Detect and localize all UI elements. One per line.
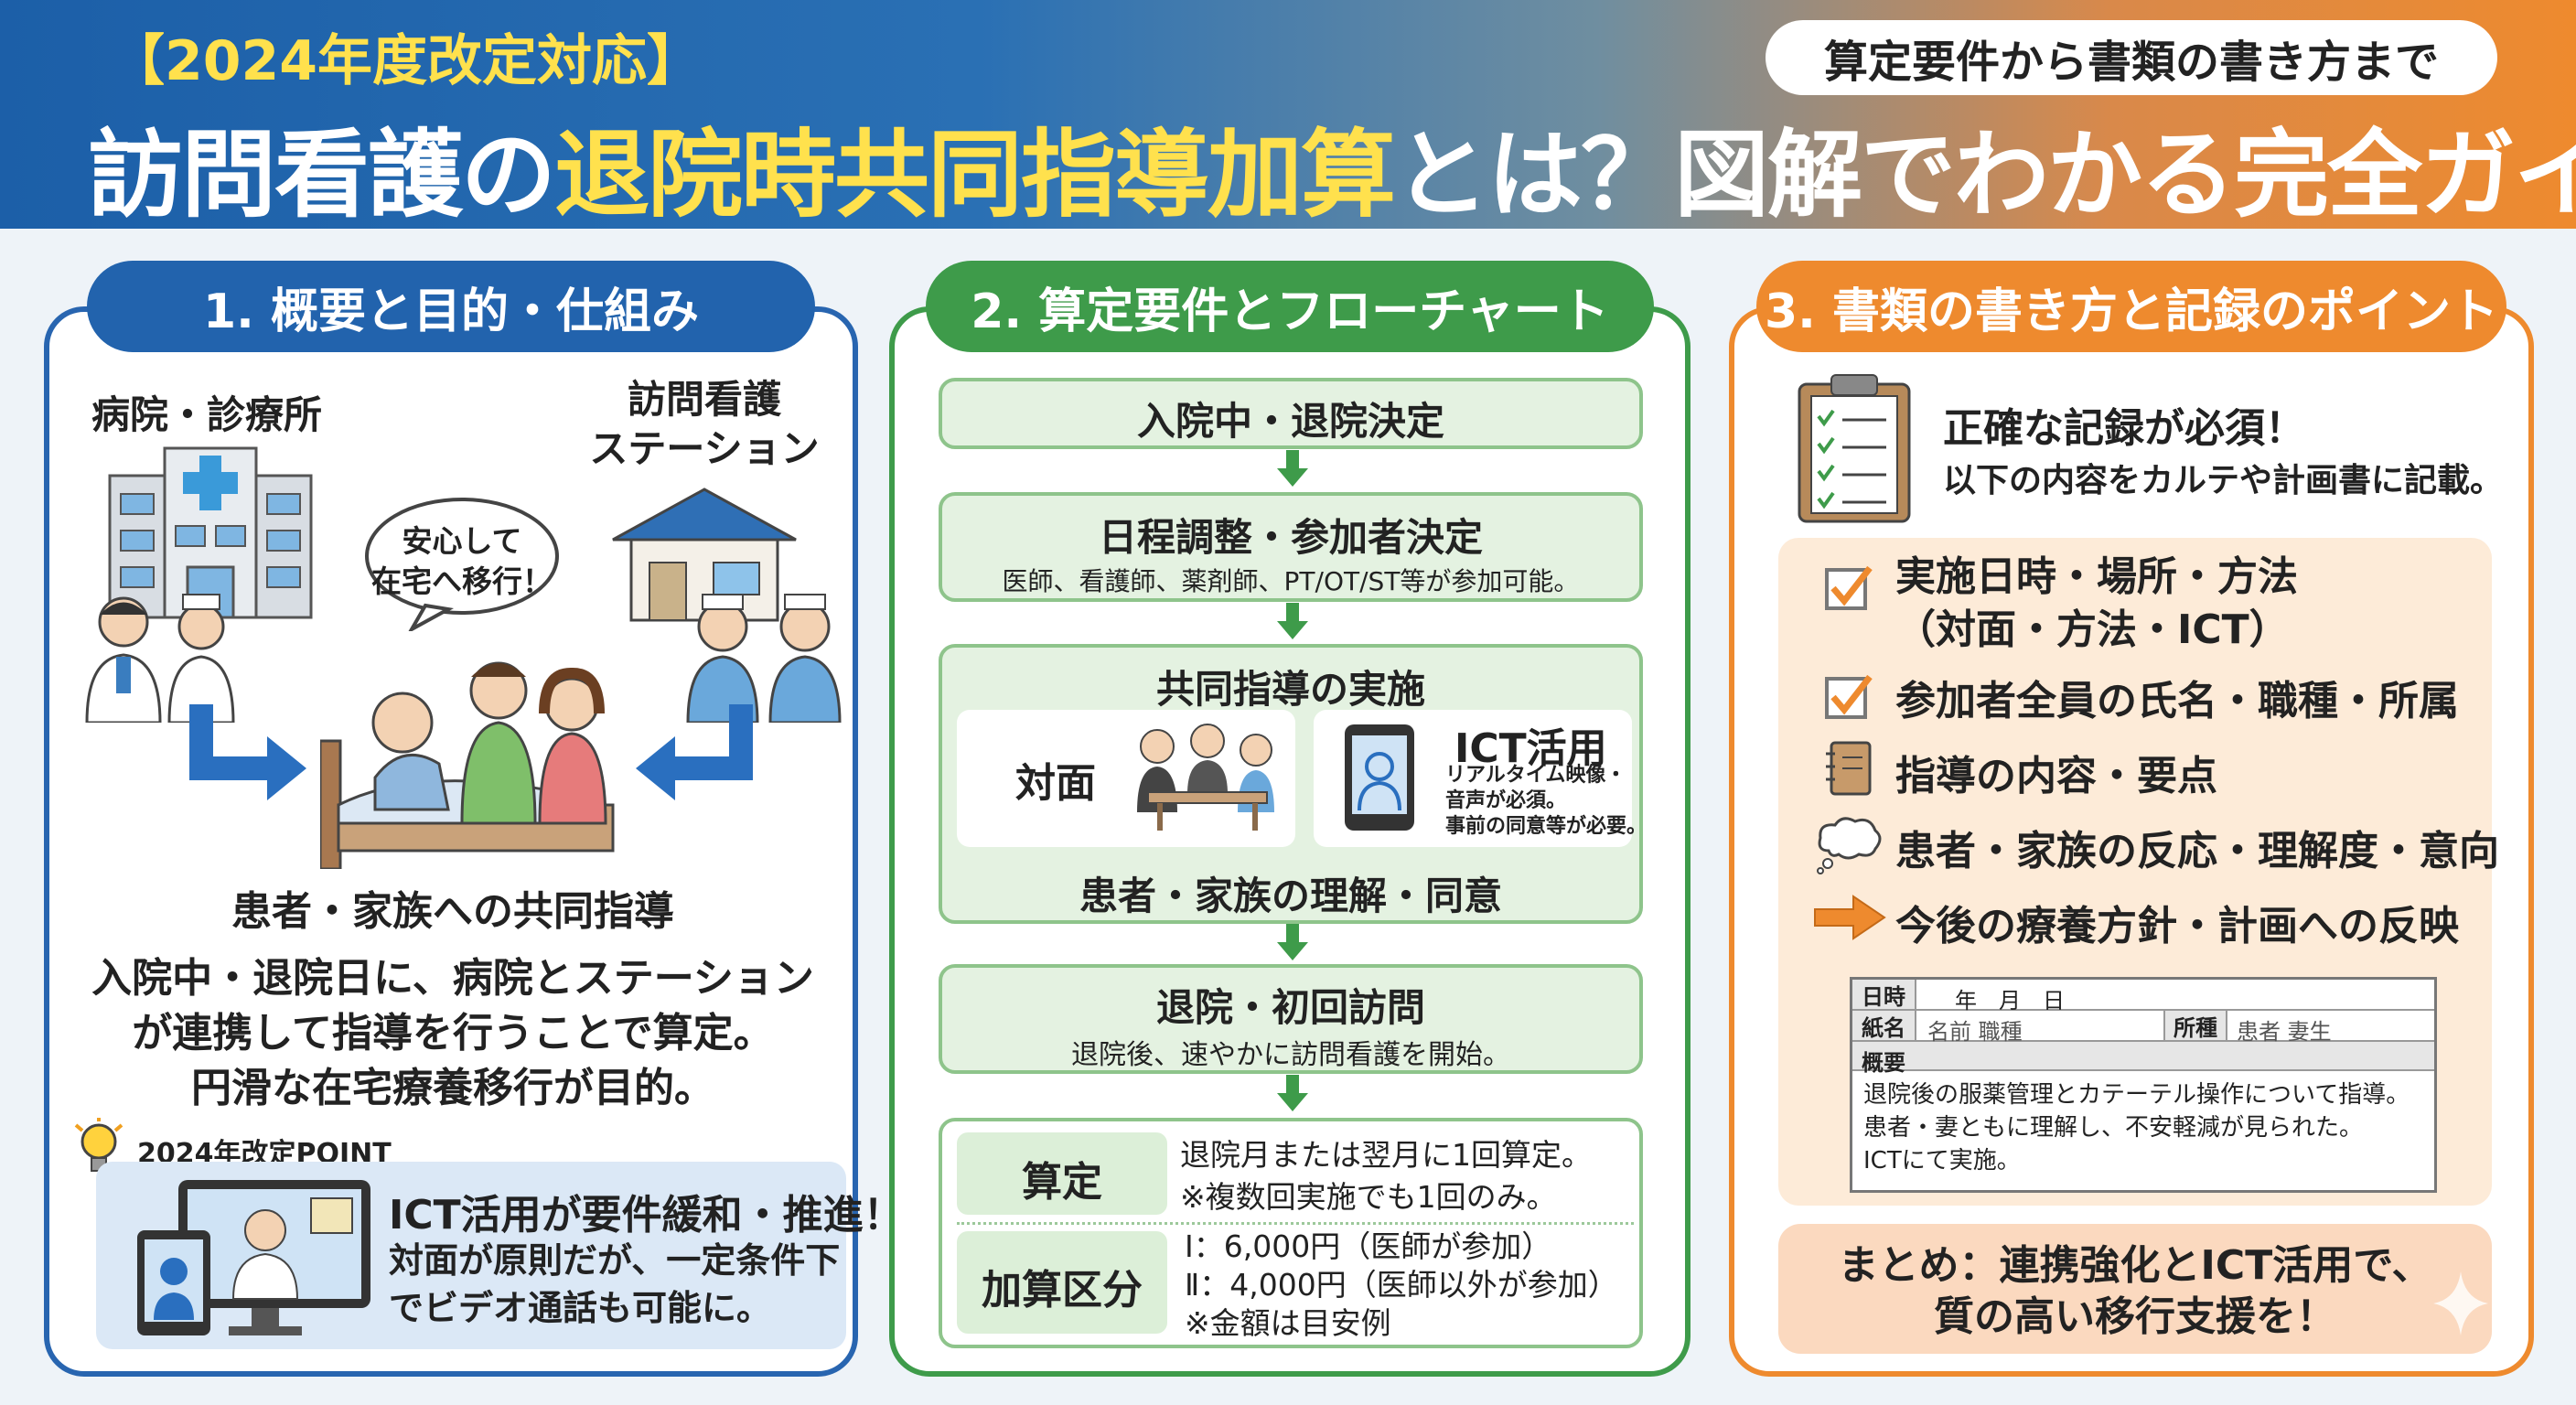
intro-headline: 正確な記録が必須！ <box>1943 405 2305 452</box>
check-item-content: 指導の内容・要点 <box>1895 753 2217 799</box>
section3-title: 3. 書類の書き方と記録のポイント <box>1756 261 2506 352</box>
title-highlight: 退院時共同指導加算 <box>554 119 1396 231</box>
flow-arrow-4 <box>1277 1075 1308 1111</box>
check-item-plan: 今後の療養方針・計画への反映 <box>1895 903 2459 949</box>
hospital-label: 病院・診療所 <box>91 392 323 437</box>
arrow-right-icon <box>189 704 306 800</box>
form-row-date: 日時 年 月 日 <box>1852 980 2434 1014</box>
patient-family-bed-icon <box>320 661 615 869</box>
joint-guidance-label: 患者・家族への共同指導 <box>231 888 674 935</box>
speech-bubble-text: 安心して在宅へ移行！ <box>371 523 553 599</box>
ict-title: ICT活用 <box>1454 725 1607 772</box>
form-role-label: 所種 <box>2163 1011 2227 1041</box>
visiting-nurses-icon <box>686 594 842 723</box>
summary-text: まとめ：連携強化とICT活用で、 質の高い移行支援を！ <box>1838 1242 2432 1340</box>
form-date-value: 年 月 日 <box>1955 988 2065 1014</box>
form-date-label: 日時 <box>1852 980 1916 1010</box>
section2-title: 2. 算定要件とフローチャート <box>926 261 1654 352</box>
flow-step-admission: 入院中・退院決定 <box>939 378 1643 449</box>
calc-description: 退院月または翌月に1回算定。 ※複数回実施でも1回のみ。 <box>1180 1137 1592 1215</box>
face-to-face-label: 対面 <box>1015 760 1096 807</box>
flow-step-schedule: 日程調整・参加者決定 医師、看護師、薬剤師、PT/OT/ST等が参加可能。 <box>939 492 1643 602</box>
record-form-sample: 日時 年 月 日 紙名 名前 職種 所種 患者 妻生 概要 退院後の服薬管理とカ… <box>1850 977 2437 1193</box>
form-summary-label: 概要 <box>1862 1050 1905 1076</box>
arrow-left-icon <box>636 704 753 800</box>
tablet-icon <box>1345 724 1414 831</box>
form-name-label: 紙名 <box>1852 1011 1916 1041</box>
form-summary-text: 退院後の服薬管理とカテーテル操作について指導。 患者・妻ともに理解し、不安軽減が… <box>1863 1081 2410 1174</box>
calc-divider <box>957 1222 1634 1225</box>
station-label: 訪問看護ステーション <box>589 377 820 471</box>
checkbox-icon <box>1825 674 1873 719</box>
fee-label-cell <box>957 1231 1167 1334</box>
subtitle-pill: 算定要件から書類の書き方まで <box>1766 20 2497 95</box>
form-role-value: 患者 妻生 <box>2237 1019 2332 1045</box>
thought-bubble-icon <box>1817 817 1882 874</box>
flow-arrow-1 <box>1277 450 1308 487</box>
hospital-building-icon <box>108 446 313 619</box>
title-post: とは？図解でわかる完全ガイド <box>1394 119 2576 231</box>
clipboard-icon <box>1798 374 1911 523</box>
form-row-name: 紙名 名前 職種 所種 患者 妻生 <box>1852 1011 2434 1045</box>
flow-step-discharge: 退院・初回訪問 退院後、速やかに訪問看護を開始。 <box>939 964 1643 1074</box>
overview-description: 入院中・退院日に、病院とステーション が連携して指導を行うことで算定。 円滑な在… <box>91 955 814 1111</box>
fee-label: 加算区分 <box>982 1267 1143 1314</box>
notebook-icon <box>1826 741 1872 796</box>
form-row-summary-label: 概要 <box>1852 1042 2434 1076</box>
revision-tag: 【2024年度改定対応】 <box>110 29 702 93</box>
sparkle-icon <box>2433 1271 2488 1335</box>
point-description: 対面が原則だが、一定条件下 でビデオ通話も可能に。 <box>389 1240 841 1328</box>
summary-box <box>1778 1224 2492 1354</box>
form-name-value: 名前 職種 <box>1927 1019 2023 1045</box>
check-item-participants: 参加者全員の氏名・職種・所属 <box>1895 678 2459 724</box>
meeting-icon <box>1137 724 1274 831</box>
flow-arrow-3 <box>1277 924 1308 960</box>
page-title: 訪問看護の退院時共同指導加算とは？図解でわかる完全ガイド <box>88 97 2576 235</box>
fee-description: Ⅰ：6,000円（医師が参加） Ⅱ：4,000円（医師以外が参加） ※金額は目安… <box>1185 1228 1618 1341</box>
check-item-datetime: 実施日時・場所・方法（対面・方法・ICT） <box>1895 553 2298 653</box>
section1-title: 1. 概要と目的・仕組み <box>87 261 815 352</box>
calc-label: 算定 <box>1022 1159 1102 1206</box>
video-call-devices-icon <box>137 1180 370 1335</box>
checkbox-icon <box>1825 565 1873 610</box>
arrow-right-icon <box>1814 895 1886 940</box>
calc-label-cell <box>957 1132 1167 1215</box>
ict-description: リアルタイム映像・ 音声が必須。 事前の同意等が必要。 <box>1445 764 1648 838</box>
face-to-face-cell <box>957 710 1295 847</box>
title-pre: 訪問看護の <box>88 119 556 231</box>
flow-arrow-2 <box>1277 603 1308 639</box>
doctor-nurse-icon <box>85 594 235 723</box>
check-item-reaction: 患者・家族の反応・理解度・意向 <box>1895 828 2499 874</box>
point-title: ICT活用が要件緩和・推進！ <box>389 1192 904 1239</box>
speech-bubble-icon <box>365 498 559 631</box>
intro-subline: 以下の内容をカルテや計画書に記載。 <box>1943 462 2504 499</box>
